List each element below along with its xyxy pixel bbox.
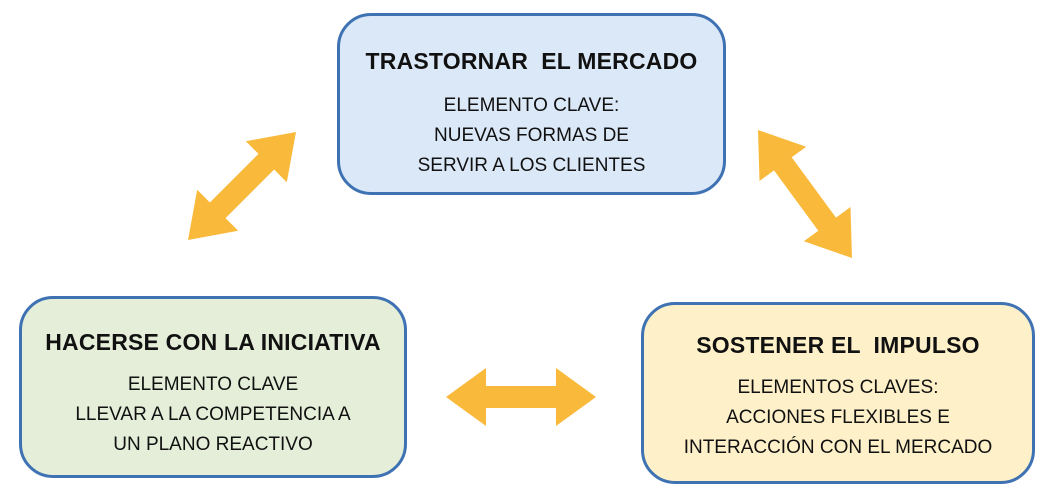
box-sostener-el-impulso: SOSTENER EL IMPULSO ELEMENTOS CLAVES: AC… [641, 302, 1035, 484]
double-arrow-top-right [758, 130, 852, 258]
box-trastornar-el-mercado: TRASTORNAR EL MERCADO ELEMENTO CLAVE: NU… [337, 13, 726, 195]
box-right-line-1: ELEMENTOS CLAVES: [737, 377, 939, 398]
box-right-line-2: ACCIONES FLEXIBLES E [726, 407, 950, 428]
box-left-line-3: UN PLANO REACTIVO [113, 434, 313, 455]
box-right-body: ELEMENTOS CLAVES: ACCIONES FLEXIBLES E I… [644, 373, 1032, 463]
box-right-line-3: INTERACCIÓN CON EL MERCADO [683, 437, 993, 458]
box-hacerse-con-la-iniciativa: HACERSE CON LA INICIATIVA ELEMENTO CLAVE… [19, 296, 407, 478]
box-top-line-3: SERVIR A LOS CLIENTES [417, 155, 646, 176]
box-left-title: HACERSE CON LA INICIATIVA [45, 329, 381, 355]
box-left-line-1: ELEMENTO CLAVE [127, 374, 299, 395]
box-left-body: ELEMENTO CLAVE LLEVAR A LA COMPETENCIA A… [22, 370, 404, 460]
box-top-line-2: NUEVAS FORMAS DE [434, 125, 629, 146]
double-arrow-left-right [446, 368, 596, 426]
box-right-title: SOSTENER EL IMPULSO [696, 332, 980, 358]
box-left-line-2: LLEVAR A LA COMPETENCIA A [75, 404, 351, 425]
box-top-title: TRASTORNAR EL MERCADO [365, 48, 698, 74]
double-arrow-top-left [188, 132, 296, 240]
box-top-body: ELEMENTO CLAVE: NUEVAS FORMAS DE SERVIR … [340, 91, 723, 181]
box-top-line-1: ELEMENTO CLAVE: [443, 95, 620, 116]
